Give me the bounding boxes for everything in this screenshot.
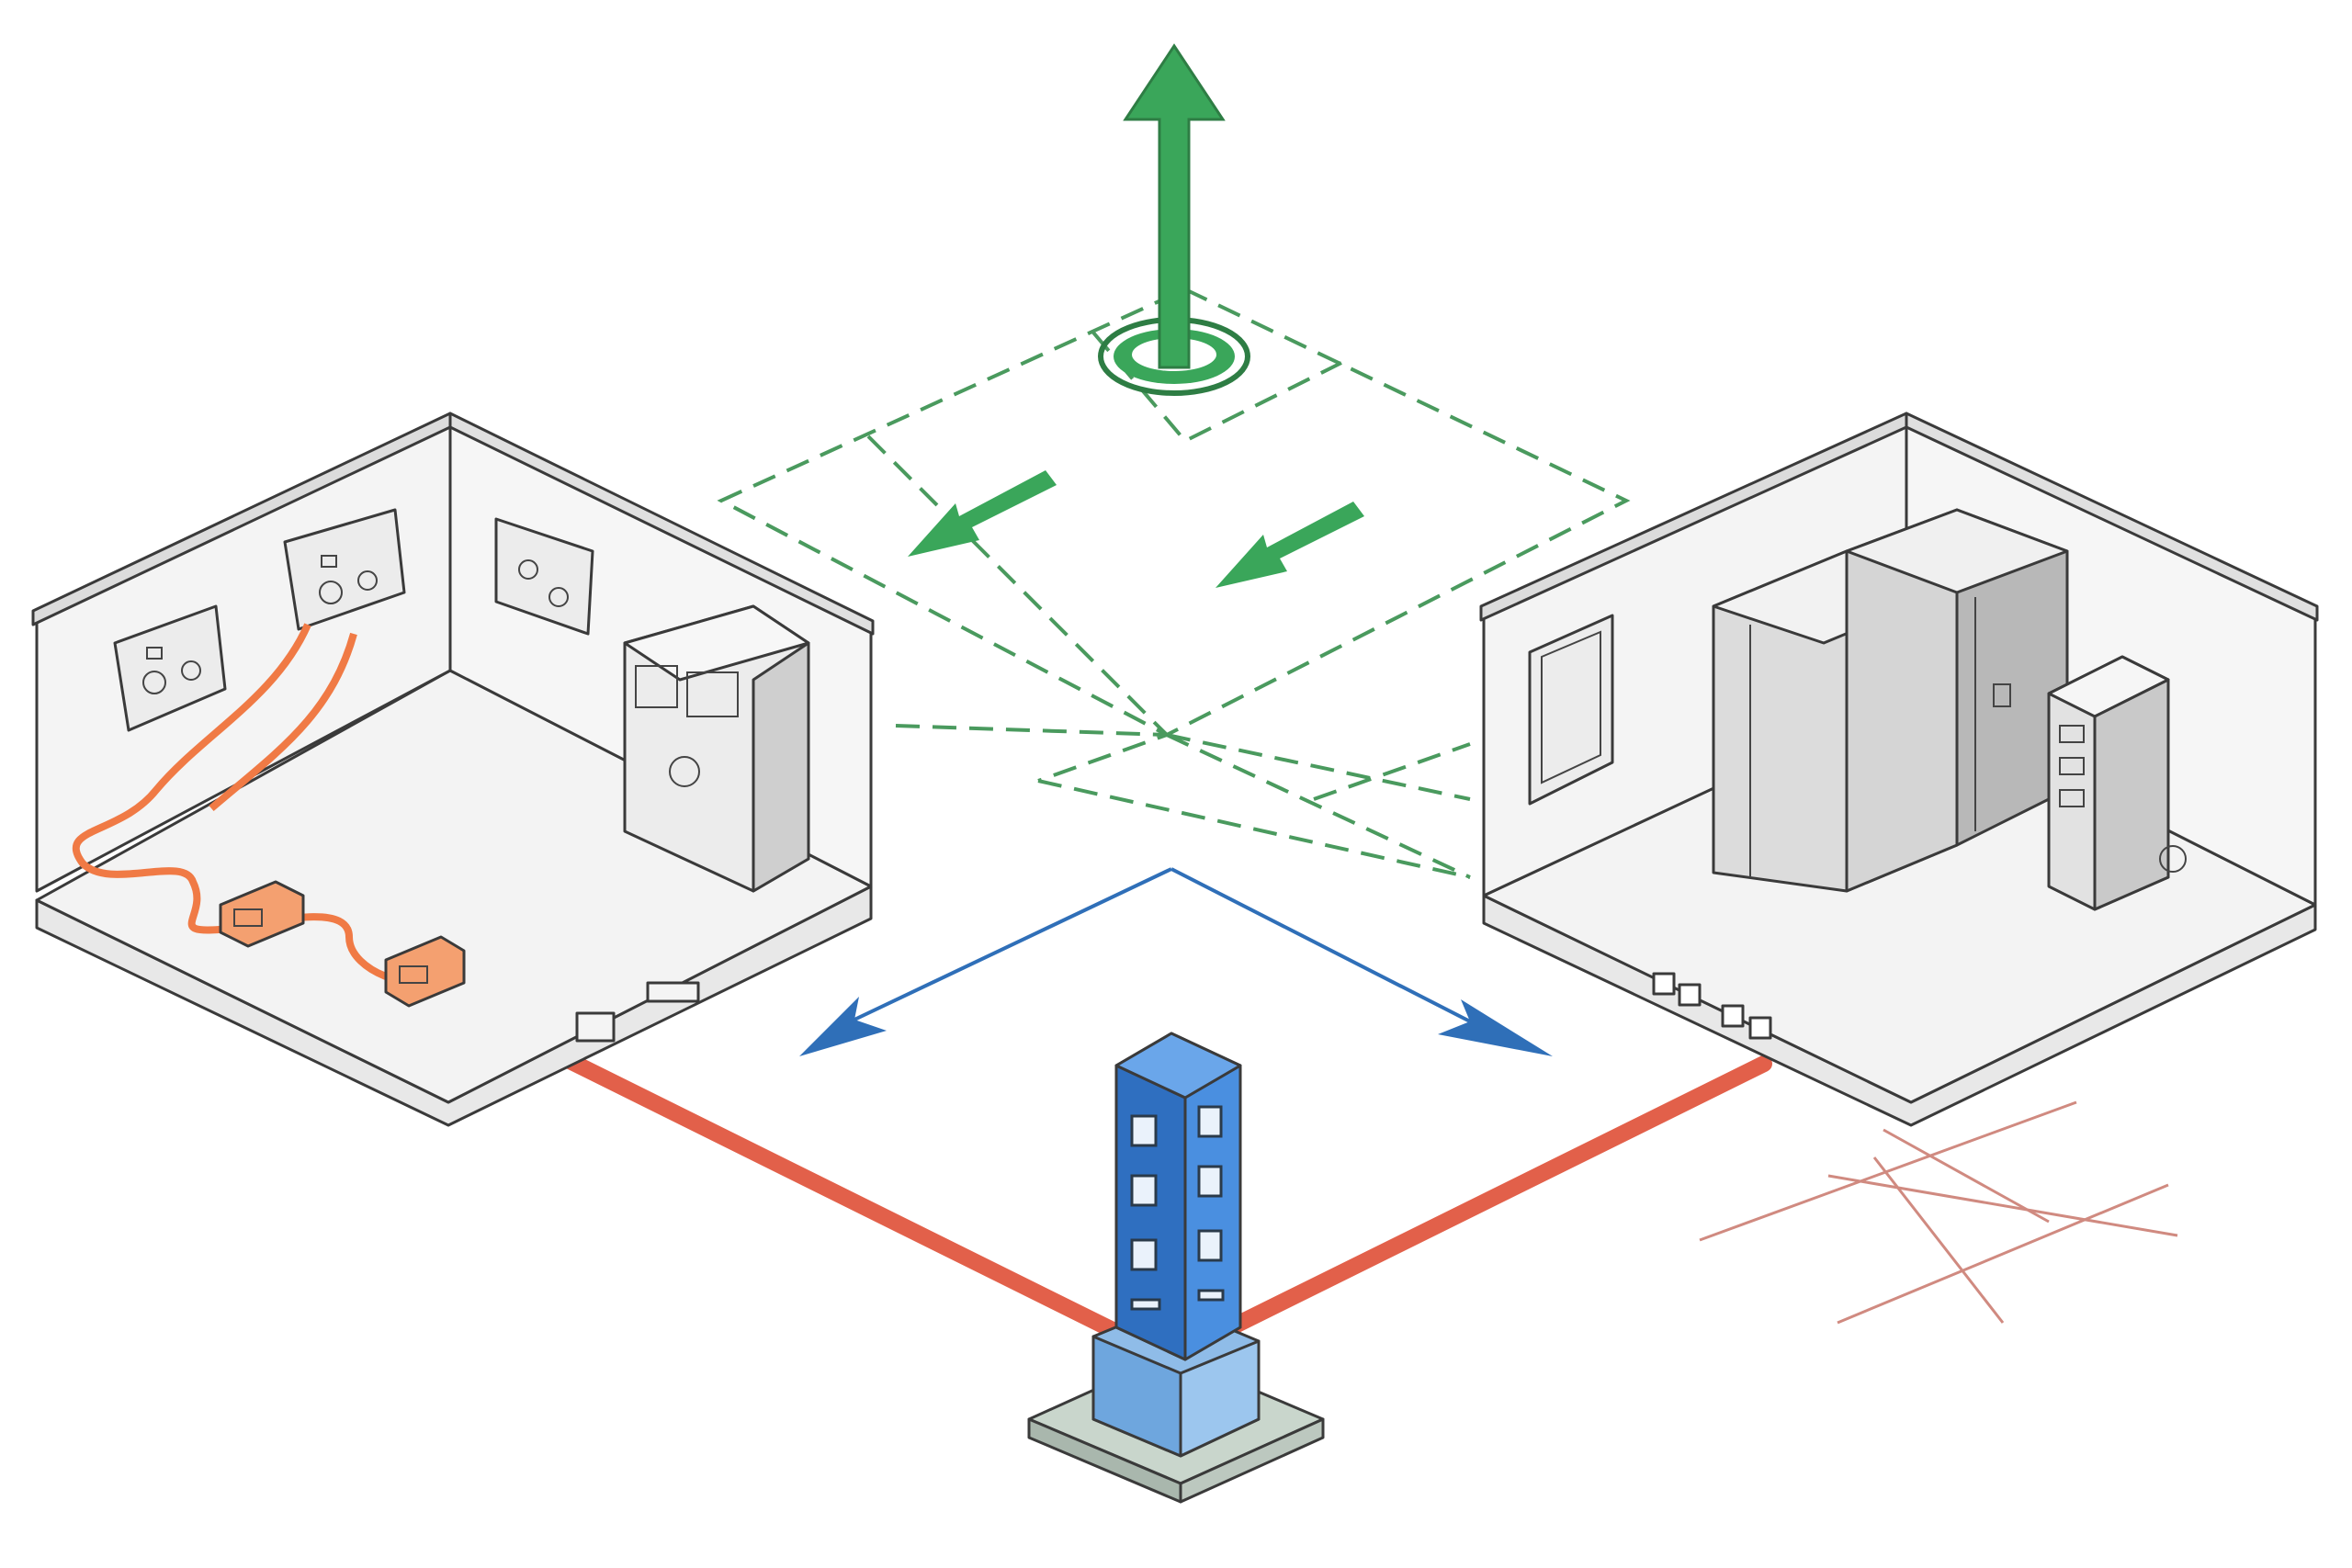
upward-arrow-group — [1098, 43, 1250, 396]
orange-cable — [72, 623, 418, 985]
red-grid — [1699, 1100, 2178, 1325]
outlet-box-icon — [494, 517, 594, 636]
inflow-arrow-icon — [1216, 502, 1364, 588]
right-equipment-room — [1479, 412, 2319, 1127]
distribution-line-right — [1170, 867, 1471, 1023]
control-panel-icon — [2047, 655, 2187, 911]
distribution-line-left — [854, 867, 1172, 1021]
vent-icon — [575, 981, 700, 1043]
window-icon — [1528, 614, 1614, 806]
inflow-arrow-icon — [908, 470, 1057, 557]
server-rack-icon — [1845, 508, 2069, 893]
left-arrow-icon — [799, 997, 887, 1056]
dashed-floor-plan — [717, 287, 1631, 879]
outlet-box-icon — [283, 508, 406, 631]
orange-device-icon — [384, 935, 466, 1008]
electrical-cabinet-icon — [623, 604, 810, 893]
orange-device-icon — [219, 880, 305, 948]
left-utility-room — [31, 412, 875, 1127]
socket-icon — [1652, 972, 1772, 1040]
right-arrow-icon — [1438, 999, 1553, 1056]
central-column — [1027, 1032, 1325, 1504]
distribution-arrows — [799, 867, 1553, 1056]
up-arrow-icon — [1123, 43, 1226, 369]
inflow-arrows — [908, 470, 1364, 588]
outlet-box-icon — [113, 604, 227, 732]
column-module-icon — [1130, 1105, 1225, 1311]
connection-lines — [543, 1043, 1772, 1340]
